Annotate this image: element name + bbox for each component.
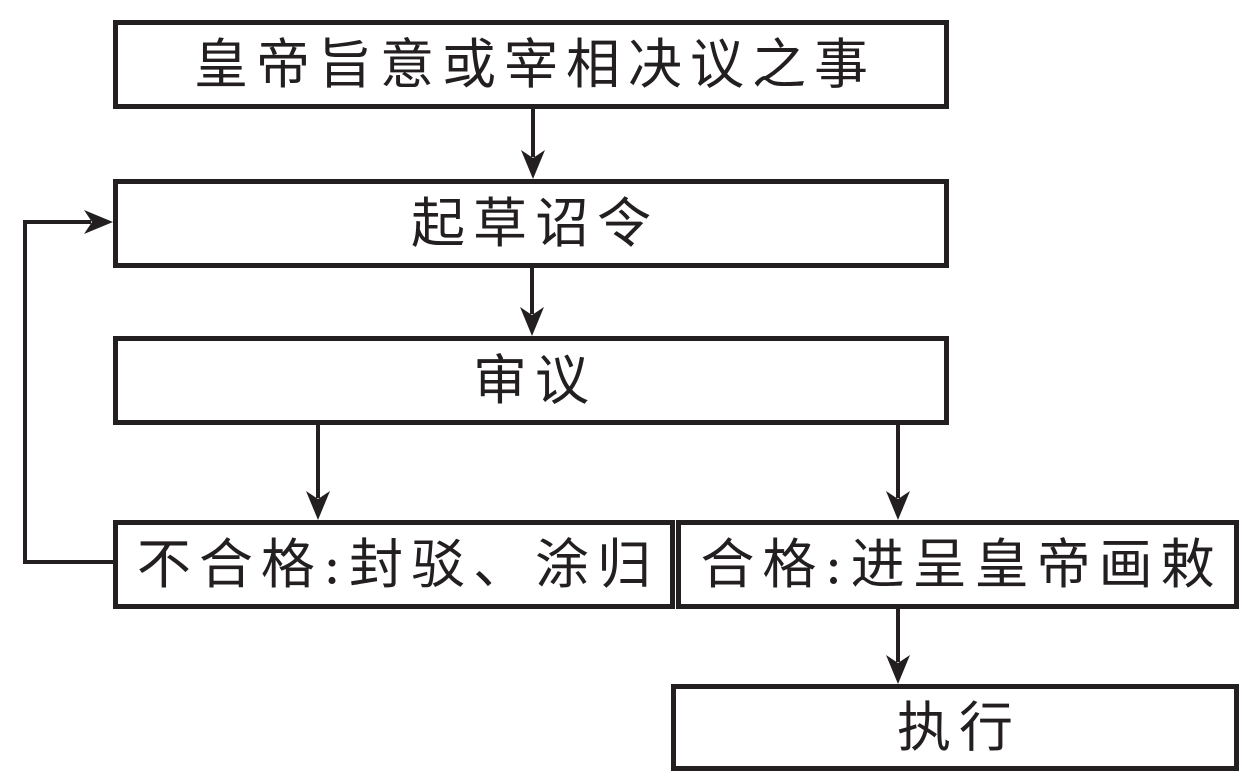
arrow-review-to-rejected xyxy=(306,425,330,520)
node-source-label: 皇帝旨意或宰相决议之事 xyxy=(194,32,876,96)
node-source: 皇帝旨意或宰相决议之事 xyxy=(113,20,949,109)
arrow-approved-to-execute xyxy=(886,609,910,684)
node-rejected: 不合格:封驳、涂归 xyxy=(113,520,675,609)
node-rejected-label: 不合格:封驳、涂归 xyxy=(136,532,660,596)
node-approved: 合格:进呈皇帝画敕 xyxy=(676,520,1239,609)
node-draft-label: 起草诏令 xyxy=(411,191,659,255)
node-review: 审议 xyxy=(113,336,949,425)
node-draft: 起草诏令 xyxy=(113,179,949,268)
arrow-draft-to-review xyxy=(520,268,544,336)
arrow-source-to-draft xyxy=(521,109,545,179)
arrow-review-to-approved xyxy=(886,425,910,520)
arrow-rejected-to-draft-loop xyxy=(23,210,113,564)
node-execute: 执行 xyxy=(671,684,1239,771)
node-execute-label: 执行 xyxy=(897,695,1021,759)
node-review-label: 审议 xyxy=(473,348,597,412)
node-approved-label: 合格:进呈皇帝画敕 xyxy=(700,532,1223,596)
